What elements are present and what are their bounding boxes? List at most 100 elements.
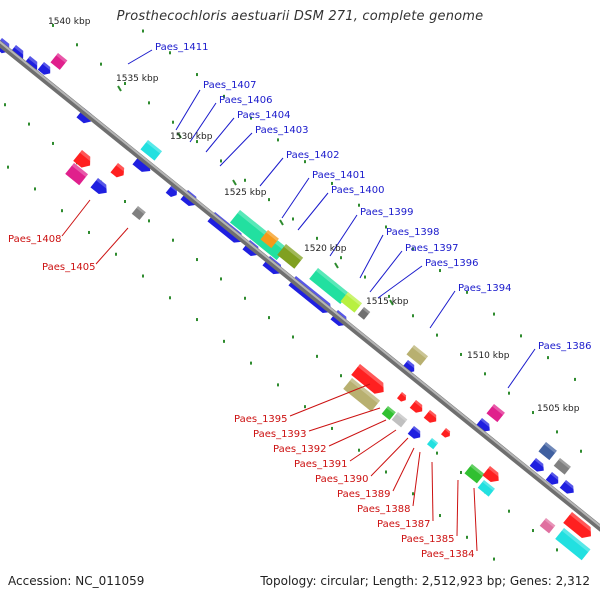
tick-dot xyxy=(508,509,510,513)
leader-line xyxy=(431,461,434,522)
gene-box xyxy=(65,163,89,186)
tick-dot xyxy=(460,352,462,356)
gene-label-reverse: Paes_1387 xyxy=(377,519,431,530)
gene-block xyxy=(423,410,440,423)
scale-label: 1520 kbp xyxy=(304,244,347,254)
gene-shine xyxy=(96,178,111,191)
gene-block xyxy=(381,406,396,421)
gene-shine xyxy=(544,518,556,528)
tick-dot xyxy=(508,391,510,395)
leader-line xyxy=(205,117,235,153)
gene-shine xyxy=(0,38,13,50)
scale-label: 1535 kbp xyxy=(116,74,159,84)
gene-shine xyxy=(14,45,27,57)
gene-box xyxy=(539,518,556,534)
leader-line xyxy=(412,451,421,507)
gene-shine xyxy=(412,345,429,359)
gene-block xyxy=(486,404,505,423)
tick-dot xyxy=(268,316,270,320)
tick-dot xyxy=(223,339,225,343)
tick-dot xyxy=(7,165,9,169)
leader-line xyxy=(95,227,129,265)
tick-dot xyxy=(304,405,306,409)
map-title: Prosthecochloris aestuarii DSM 271, comp… xyxy=(116,9,484,24)
tick-dot xyxy=(532,529,534,533)
gene-box xyxy=(391,412,408,428)
leader-line xyxy=(507,348,536,389)
tick-dot xyxy=(292,217,294,221)
gene-box xyxy=(538,442,557,461)
gene-box xyxy=(553,458,571,475)
major-tick xyxy=(177,132,182,139)
gene-shine xyxy=(42,62,54,72)
gene-shine xyxy=(315,268,350,296)
genome-backbone xyxy=(0,40,600,532)
major-tick xyxy=(117,85,122,92)
gene-box xyxy=(406,345,429,366)
tick-dot xyxy=(520,334,522,338)
leader-line xyxy=(473,487,478,552)
tick-dot xyxy=(466,290,468,294)
tick-dot xyxy=(439,514,441,518)
gene-box xyxy=(486,404,505,423)
gene-block xyxy=(277,244,304,269)
leader-line xyxy=(281,177,310,219)
leader-line xyxy=(329,214,358,257)
gene-shine xyxy=(561,528,591,553)
scale-label: 1525 kbp xyxy=(224,188,267,198)
leader-line xyxy=(328,419,387,447)
tick-dot xyxy=(169,296,171,300)
tick-dot xyxy=(493,557,495,561)
gene-label-forward: Paes_1400 xyxy=(331,185,385,196)
tick-dot xyxy=(439,269,441,273)
backbone-line xyxy=(0,40,600,532)
gene-arrow xyxy=(351,364,384,394)
gene-box xyxy=(555,528,591,561)
gene-shine xyxy=(482,480,495,491)
leader-line xyxy=(259,157,284,187)
tick-dot xyxy=(196,73,198,77)
gene-box xyxy=(229,210,287,261)
gene-box xyxy=(426,438,439,450)
tick-dot xyxy=(556,548,558,552)
leader-line xyxy=(61,199,91,237)
gene-label-forward: Paes_1404 xyxy=(237,110,291,121)
gene-shine xyxy=(444,428,453,435)
gene-arrow xyxy=(440,428,451,438)
gene-block xyxy=(351,364,389,394)
gene-shine xyxy=(396,412,408,422)
scale-labels: 1540 kbp 1535 kbp 1530 kbp 1525 kbp 1520 kbp… xyxy=(48,17,580,414)
gene-arrow xyxy=(132,155,151,172)
tick-dot xyxy=(412,314,414,318)
gene-box xyxy=(343,378,381,412)
tick-dot xyxy=(76,43,78,47)
gene-shine xyxy=(56,53,68,63)
tick-dot xyxy=(331,181,333,185)
scale-label: 1505 kbp xyxy=(537,404,580,414)
gene-shine xyxy=(336,310,351,323)
gene-label-reverse: Paes_1405 xyxy=(42,262,96,273)
tick-dot xyxy=(484,372,486,376)
scale-label: 1530 kbp xyxy=(170,132,213,142)
gene-block xyxy=(407,426,424,439)
backbone-highlight xyxy=(0,40,600,528)
gene-box xyxy=(464,464,485,484)
tick-dot xyxy=(292,335,294,339)
major-tick xyxy=(334,262,339,269)
tick-dot xyxy=(244,178,246,182)
tick-dot xyxy=(574,377,576,381)
gene-shine xyxy=(116,163,128,173)
leader-line xyxy=(297,192,329,231)
gene-shine xyxy=(564,480,577,491)
gene-label-reverse: Paes_1393 xyxy=(253,429,307,440)
tick-dot xyxy=(277,383,279,387)
gene-label-reverse: Paes_1389 xyxy=(337,489,391,500)
gene-shine xyxy=(28,56,41,68)
gene-shine xyxy=(400,392,409,399)
label-leaders xyxy=(61,49,536,552)
scale-label: 1540 kbp xyxy=(48,17,91,27)
gene-block xyxy=(140,140,163,161)
tick-dot xyxy=(196,318,198,322)
tick-dot xyxy=(340,374,342,378)
gene-box xyxy=(340,292,363,313)
